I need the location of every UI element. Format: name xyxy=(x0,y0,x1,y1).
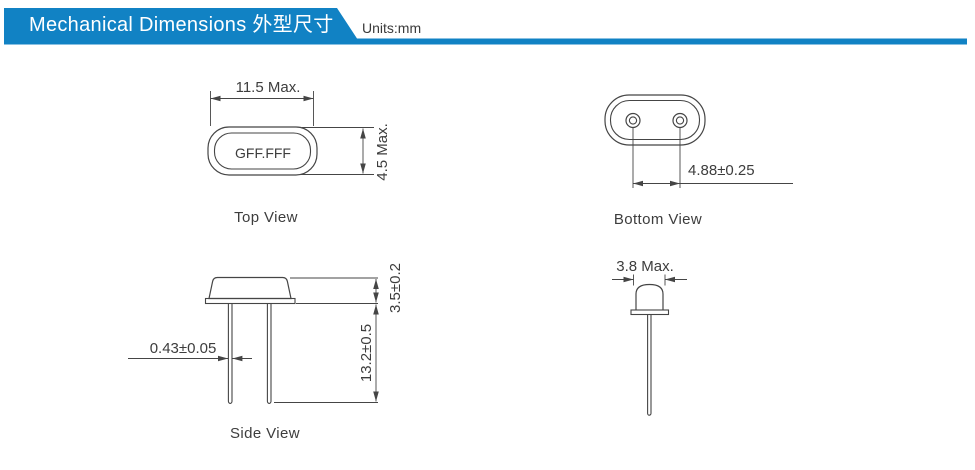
end-view-dome-outline xyxy=(635,283,664,310)
pin-left-outer xyxy=(625,112,641,129)
top-view-drawing xyxy=(207,91,374,176)
banner-shape xyxy=(4,8,967,45)
bottom-view-outer-outline xyxy=(604,94,706,146)
bottom-view-inner-outline xyxy=(609,99,701,141)
page-title: Mechanical Dimensions 外型尺寸 xyxy=(29,14,334,36)
lead-right xyxy=(266,303,272,404)
units-label: Units:mm xyxy=(362,20,422,36)
top-view-width-dimension: 11.5 Max. xyxy=(235,79,301,96)
top-view-height-dimension: 4.5 Max. xyxy=(374,123,391,181)
crystal-marking: GFF.FFF xyxy=(235,145,291,161)
bottom-view-drawing xyxy=(604,94,793,188)
lead-diameter-dimension: 0.43±0.05 xyxy=(149,340,217,357)
top-view-outer-outline xyxy=(207,126,318,176)
body-height-dimension: 3.5±0.2 xyxy=(387,263,404,313)
end-view-drawing xyxy=(612,274,687,416)
header-banner xyxy=(4,8,967,45)
top-view-inner-outline xyxy=(213,132,312,170)
pin-left-inner xyxy=(628,116,638,125)
pin-right-inner xyxy=(675,116,685,125)
side-view-label: Side View xyxy=(229,425,301,442)
end-view-base-flange xyxy=(630,309,670,316)
end-view-width-dimension: 3.8 Max. xyxy=(616,258,674,275)
side-view-drawing xyxy=(128,276,379,404)
pin-spacing-dimension: 4.88±0.25 xyxy=(688,162,755,179)
top-view-label: Top View xyxy=(234,209,298,226)
side-view-base-flange xyxy=(204,297,296,305)
bottom-view-label: Bottom View xyxy=(613,211,703,228)
pin-right-outer xyxy=(672,112,688,129)
lead-left xyxy=(227,303,233,404)
lead-length-dimension: 13.2±0.5 xyxy=(358,323,375,383)
end-view-lead xyxy=(647,314,652,416)
side-view-can-outline xyxy=(208,276,292,300)
